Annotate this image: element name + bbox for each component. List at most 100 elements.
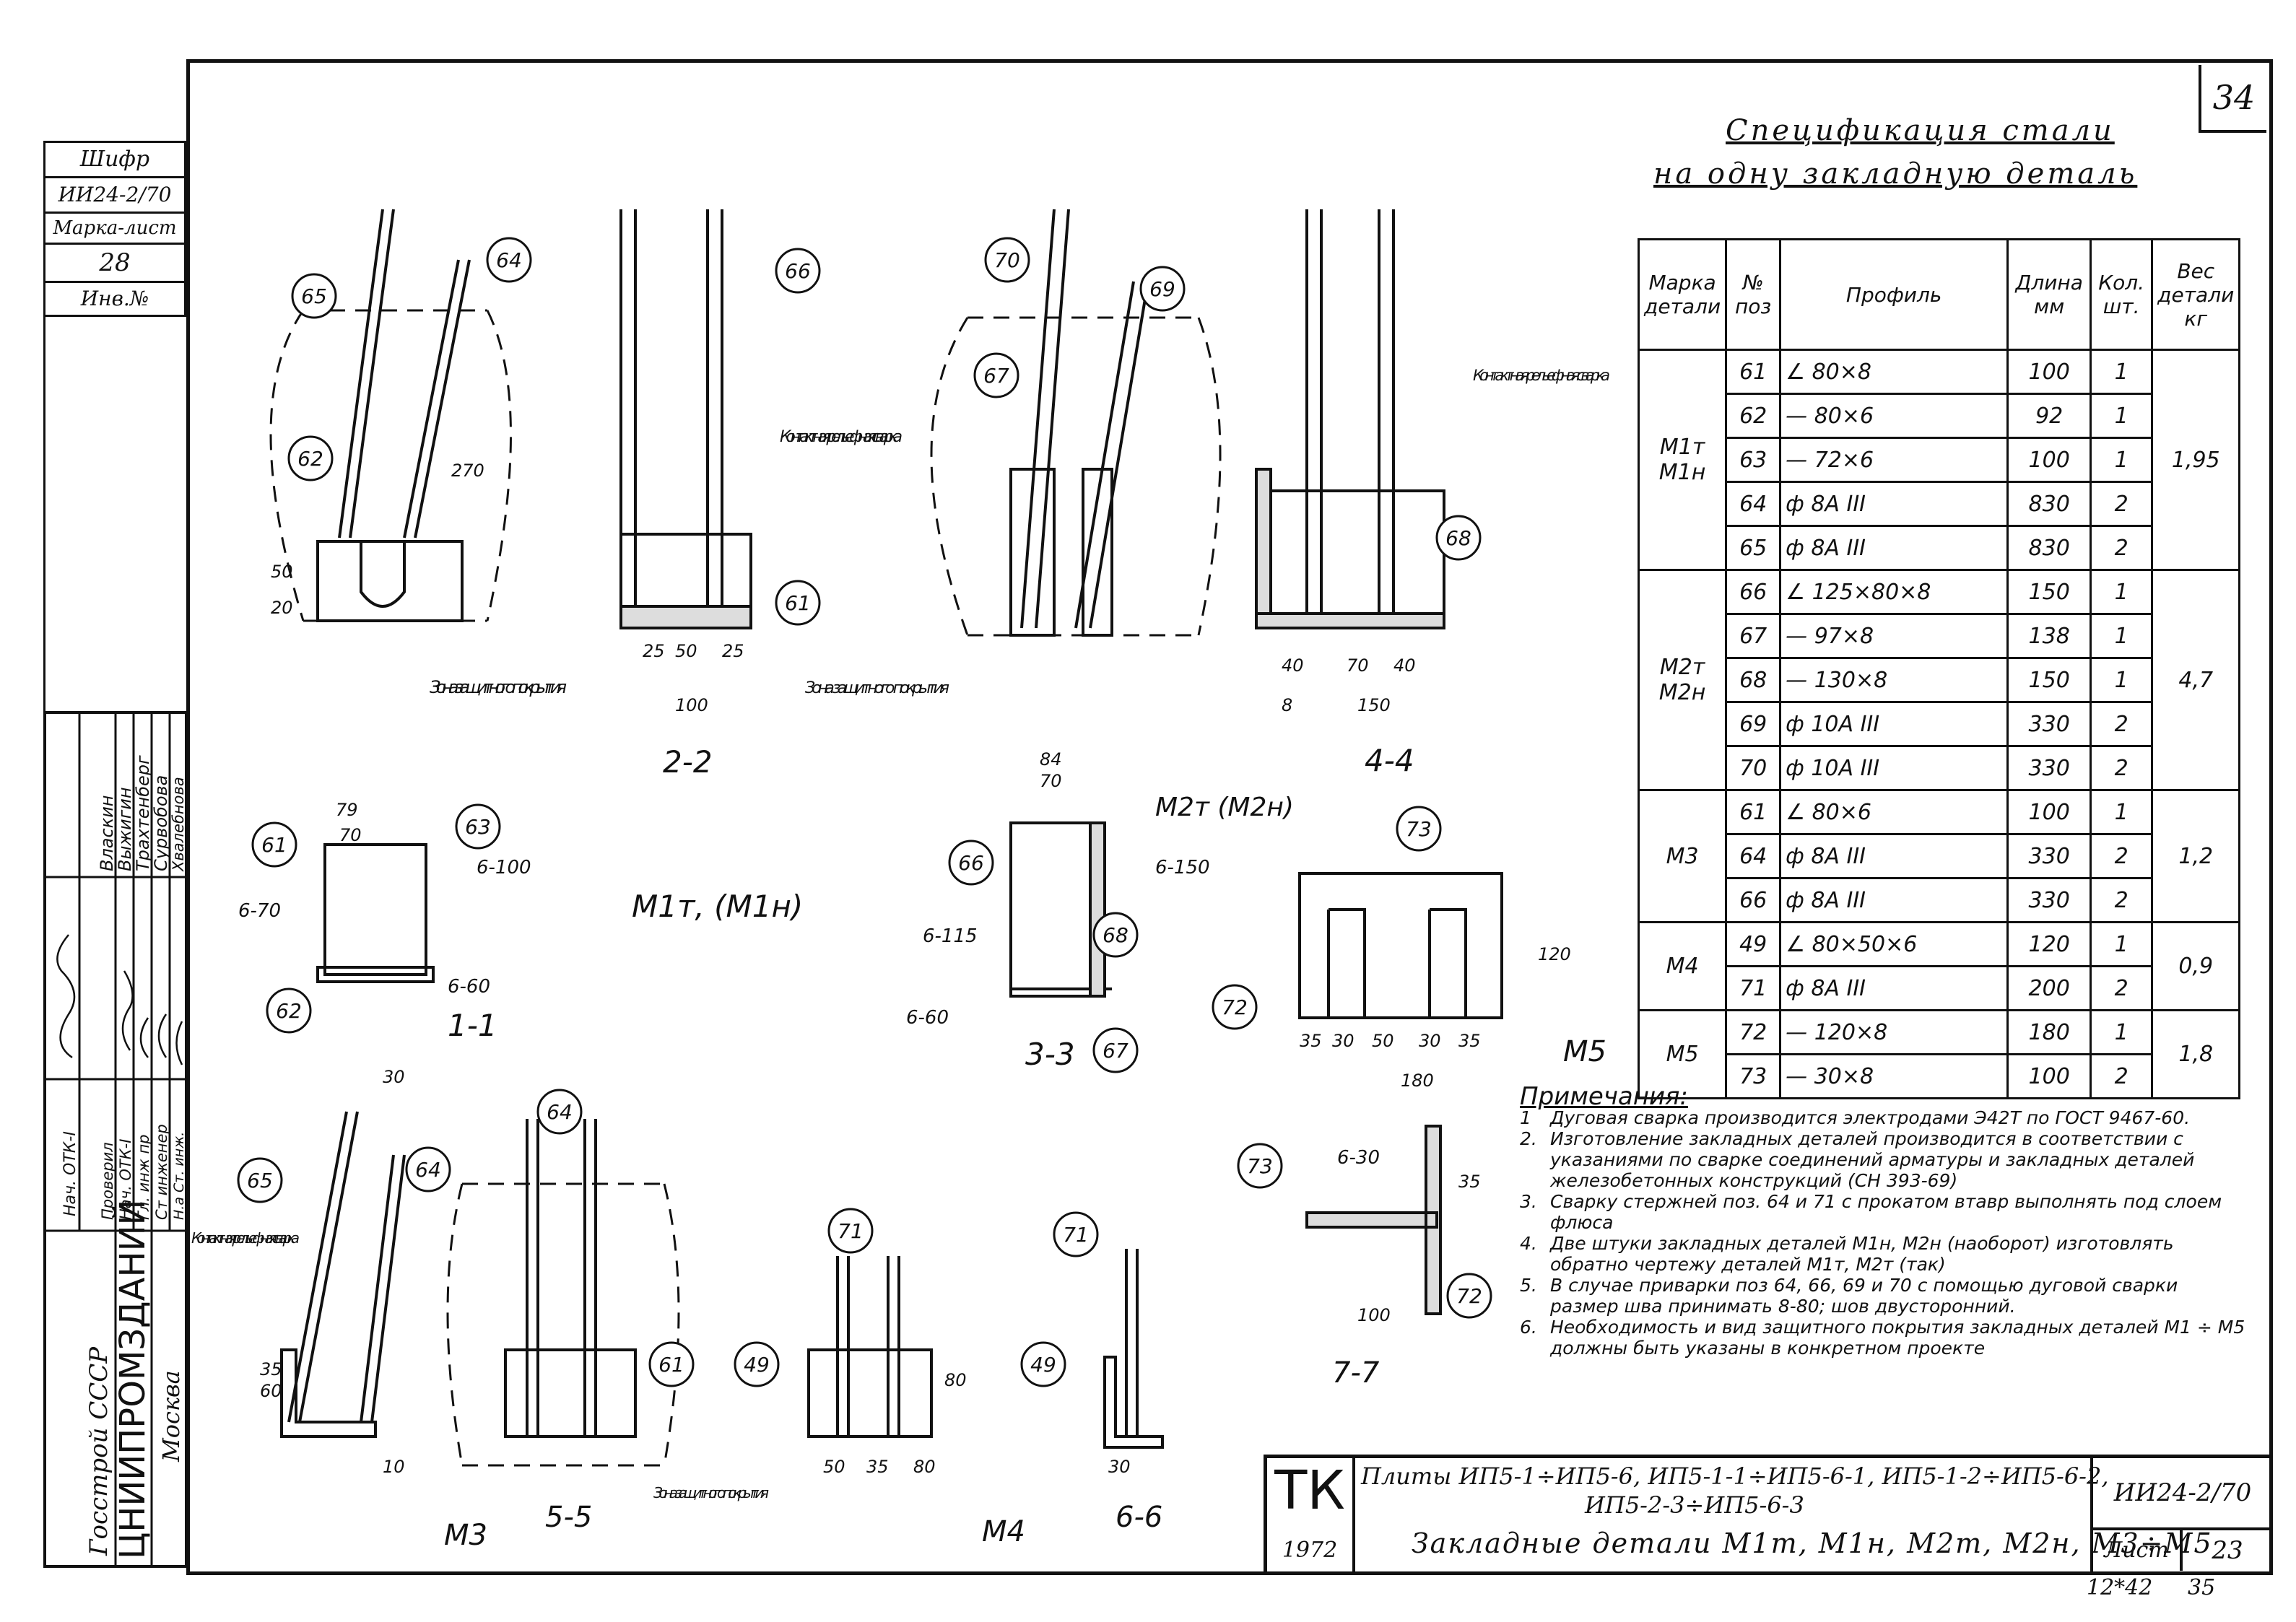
section-label: 6-6 — [1116, 1501, 1162, 1534]
spec-qty: 2 — [2090, 701, 2154, 747]
note-text: Две штуки закладных деталей М1н, М2н (на… — [1550, 1233, 2174, 1275]
spec-pos: 71 — [1725, 965, 1782, 1011]
callout-label: 65 — [301, 284, 327, 308]
spec-pos: 68 — [1725, 657, 1782, 703]
callout-circle — [237, 1157, 283, 1203]
bar-outline — [619, 209, 723, 621]
table-row: 62 — 80×6 92 1 — [1639, 393, 2240, 439]
detail-label: М2т (М2н) — [1155, 793, 1294, 822]
page-number: 34 — [2212, 78, 2256, 117]
spec-header: Марка детали — [1637, 238, 1728, 351]
callout-label: 66 — [785, 259, 811, 283]
spec-length: 100 — [2006, 789, 2092, 835]
dimension-label: 80 — [913, 1457, 936, 1477]
dimension-label: 8 — [1282, 695, 1292, 715]
stamp-name: Трахтенберг — [133, 755, 153, 871]
spec-qty: 1 — [2090, 613, 2154, 659]
spec-qty: 1 — [2090, 921, 2154, 967]
spec-length: 150 — [2006, 569, 2092, 615]
dimension-label: 35 — [1458, 1031, 1481, 1051]
weld-size: 6-100 — [477, 857, 531, 878]
page-number-box: 34 — [2199, 65, 2266, 133]
spec-title-line2: на одну закладную деталь — [1653, 157, 2138, 191]
callout-label: 62 — [297, 447, 323, 471]
callout-circle — [1446, 1273, 1492, 1319]
dimension-label: 80 — [944, 1370, 967, 1390]
callout-circle — [827, 1208, 874, 1254]
dimension-label: 20 — [271, 598, 293, 618]
spec-mark: М4 — [1637, 921, 1728, 1011]
dimension-label: 60 — [260, 1381, 282, 1401]
plate-outline — [807, 1348, 933, 1438]
callout-label: 64 — [547, 1100, 573, 1124]
spec-profile: ф 10А III — [1779, 701, 2009, 747]
callout-circle — [775, 580, 821, 626]
spec-header: Вес детали кг — [2151, 238, 2241, 351]
table-row: 64 ф 8А III 830 2 — [1639, 481, 2240, 527]
spec-length: 100 — [2006, 437, 2092, 483]
stamp-name: Сурвобова — [151, 775, 171, 871]
spec-pos: 49 — [1725, 921, 1782, 967]
spec-profile: — 30×8 — [1779, 1053, 2009, 1099]
note-item: 5.В случае приварки поз 64, 66, 69 и 70 … — [1520, 1275, 2249, 1317]
spec-pos: 63 — [1725, 437, 1782, 483]
angle-outline — [619, 605, 752, 629]
callout-circle — [291, 273, 337, 319]
dimension-label: 35 — [1300, 1031, 1322, 1051]
dimension-label: 35 — [260, 1359, 282, 1379]
plate-outline — [1305, 1125, 1442, 1315]
angle-outline — [1089, 821, 1106, 998]
spec-pos: 73 — [1725, 1053, 1782, 1099]
spec-profile: ф 8А III — [1779, 833, 2009, 879]
spec-pos: 69 — [1725, 701, 1782, 747]
callout-circle — [973, 352, 1019, 398]
zone-label: Зона защитного покрытия — [653, 1484, 769, 1501]
dimension-label: 25 — [643, 641, 665, 661]
weld-size: 6-30 — [1337, 1147, 1380, 1169]
weld-size: 6-70 — [238, 900, 281, 922]
callout-circle — [984, 237, 1030, 283]
spec-qty: 1 — [2090, 1009, 2154, 1055]
title-code-cell: ИИ24-2/70 Лист 23 — [2090, 1458, 2272, 1571]
bar-outline — [1125, 1249, 1139, 1436]
detail-label: М3 — [444, 1519, 487, 1552]
spec-length: 330 — [2006, 833, 2092, 879]
dimension-label: 35 — [866, 1457, 889, 1477]
bar-outline — [338, 209, 471, 539]
spec-pos: 66 — [1725, 877, 1782, 923]
dimension-label: 70 — [339, 825, 362, 845]
title-org-mark: ТК — [1274, 1460, 1345, 1522]
callout-label: 64 — [496, 248, 522, 272]
weld-label: Контактная рельефная сварка — [780, 428, 903, 446]
title-line2: ИП5-2-3÷ИП5-6-3 — [1585, 1491, 1804, 1519]
title-sheet-value: 23 — [2212, 1536, 2243, 1565]
title-block: ТК 1972 Плиты ИП5-1÷ИП5-6, ИП5-1-1÷ИП5-6… — [1264, 1455, 2272, 1571]
stamp-role: Нач. ОТК-I — [117, 1139, 134, 1220]
spec-qty: 2 — [2090, 525, 2154, 571]
angle-outline — [280, 1348, 377, 1438]
spec-pos: 64 — [1725, 481, 1782, 527]
section-label: 4-4 — [1365, 743, 1414, 778]
stamp-role: Н.а Ст. инж. — [171, 1132, 187, 1220]
spec-profile: ∠ 80×50×6 — [1779, 921, 2009, 967]
callout-circle — [1139, 266, 1186, 312]
dimension-label: 30 — [1332, 1031, 1354, 1051]
note-text: Сварку стержней поз. 64 и 71 с прокатом … — [1550, 1191, 2222, 1233]
stamp-org: Госстрой СССР — [84, 1346, 113, 1556]
title-sheet-label: Лист — [2093, 1530, 2183, 1571]
spec-weight: 1,2 — [2151, 789, 2241, 923]
spec-header: Длина мм — [2006, 238, 2092, 351]
spec-pos: 67 — [1725, 613, 1782, 659]
bottom-code: 12*42 — [2087, 1575, 2153, 1600]
callout-circle — [948, 840, 994, 886]
angle-outline — [1255, 612, 1445, 629]
plate-outline — [504, 1348, 637, 1438]
callout-circle — [1053, 1211, 1099, 1257]
section-label: 3-3 — [1025, 1037, 1075, 1072]
spec-pos: 61 — [1725, 349, 1782, 395]
spec-length: 100 — [2006, 349, 2092, 395]
dimension-label: 25 — [722, 641, 744, 661]
callout-label: 67 — [1103, 1039, 1129, 1063]
